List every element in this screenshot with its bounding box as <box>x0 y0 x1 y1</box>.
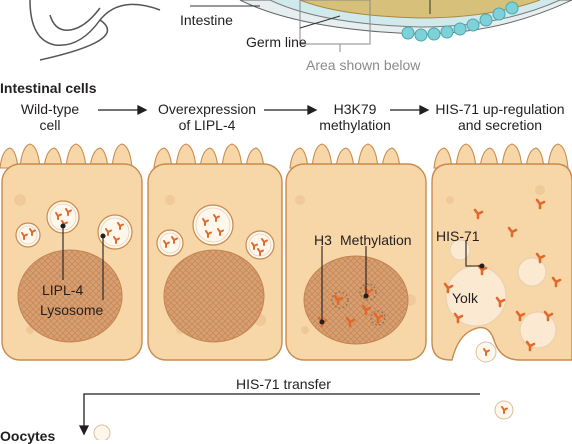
transfer-label: HIS-71 transfer <box>236 376 331 392</box>
step-overexpression: Overexpression of LIPL-4 <box>148 101 266 133</box>
worm-illustration <box>29 0 161 61</box>
transfer-arrow <box>78 393 480 436</box>
section-title: Intestinal cells <box>0 80 97 96</box>
secreted-vesicles <box>93 341 514 440</box>
his71-label: HIS-71 <box>436 228 480 244</box>
step-line1: HIS-71 up-regulation <box>435 101 565 117</box>
area-shown-label: Area shown below <box>306 57 421 73</box>
leader-lines <box>60 223 485 325</box>
intestine-label: Intestine <box>180 12 233 28</box>
h3-label: H3 <box>314 232 332 248</box>
oocytes-label: Oocytes <box>0 428 56 444</box>
step-line2: cell <box>39 117 61 133</box>
intestinal-cells <box>0 143 572 440</box>
lysosome-label: Lysosome <box>40 302 104 318</box>
step-line1: Overexpression <box>157 101 257 117</box>
step-line2: of LIPL-4 <box>178 117 236 133</box>
lipl4-label: LIPL-4 <box>42 282 84 298</box>
step-h3k79: H3K79 methylation <box>314 101 396 133</box>
step-line1: Wild-type <box>20 101 80 117</box>
yolk-label: Yolk <box>452 290 478 306</box>
step-line1: H3K79 <box>333 101 377 117</box>
worm-body-closeup <box>190 0 572 52</box>
germline-label: Germ line <box>246 34 307 50</box>
step-arrows <box>98 104 430 116</box>
methylated-histones <box>317 283 386 328</box>
step-wild-type: Wild-type cell <box>0 101 100 133</box>
methylation-label: Methylation <box>340 232 412 248</box>
lysosomes <box>15 200 275 260</box>
nucleus-shapes <box>17 249 409 345</box>
step-line2: and secretion <box>457 117 543 133</box>
step-his71: HIS-71 up-regulation and secretion <box>428 101 572 133</box>
yolk-particles <box>445 239 557 349</box>
step-line2: methylation <box>319 117 391 133</box>
